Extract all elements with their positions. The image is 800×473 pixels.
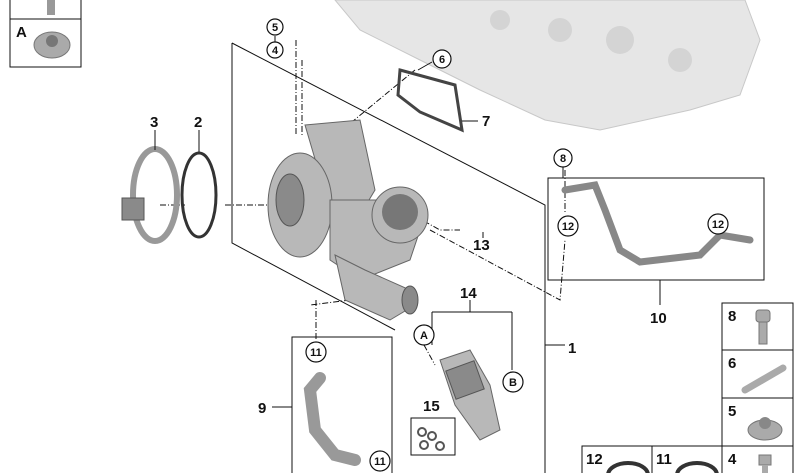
cylinder-head-illustration	[334, 0, 761, 131]
assembly-outline	[231, 42, 546, 473]
legend-box-bottom: 12 11	[581, 445, 723, 473]
legend-label-11: 11	[656, 451, 672, 468]
callout-14: 14	[460, 285, 477, 302]
callout-15: 15	[423, 398, 440, 415]
callout-5: 5	[272, 22, 278, 34]
legend-label-4: 4	[728, 451, 737, 468]
part-box-15	[410, 417, 456, 456]
gasket-part-7	[396, 68, 464, 133]
legend-label-12: 12	[586, 451, 603, 468]
callout-11: 11	[374, 456, 386, 468]
callout-11: 11	[310, 347, 322, 359]
clamp-part-3	[121, 146, 180, 244]
callout-2: 2	[194, 114, 202, 131]
callout-9: 9	[258, 400, 266, 417]
legend-label-6: 6	[728, 355, 736, 372]
turbocharger-illustration	[267, 119, 429, 321]
legend-label-5: 5	[728, 403, 736, 420]
callout-12: 12	[712, 219, 724, 231]
callout-a: A	[420, 330, 428, 342]
callout-b: B	[509, 377, 517, 389]
callout-12: 12	[562, 221, 574, 233]
callout-7: 7	[482, 113, 490, 130]
legend-box-top-left: A	[9, 0, 82, 68]
legend-box-right: 8 6 5 4	[721, 302, 794, 473]
callout-10: 10	[650, 310, 667, 327]
callout-8: 8	[560, 153, 566, 165]
actuator-part-14	[431, 300, 513, 441]
legend-label-8: 8	[728, 308, 736, 325]
callout-6: 6	[439, 54, 445, 66]
callout-13: 13	[473, 237, 490, 254]
part-box-10	[547, 177, 765, 281]
gasket-part-2	[180, 151, 218, 239]
callout-4: 4	[272, 45, 279, 57]
legend-label-a: A	[16, 24, 27, 41]
callout-3: 3	[150, 114, 158, 131]
callout-1: 1	[568, 340, 576, 357]
